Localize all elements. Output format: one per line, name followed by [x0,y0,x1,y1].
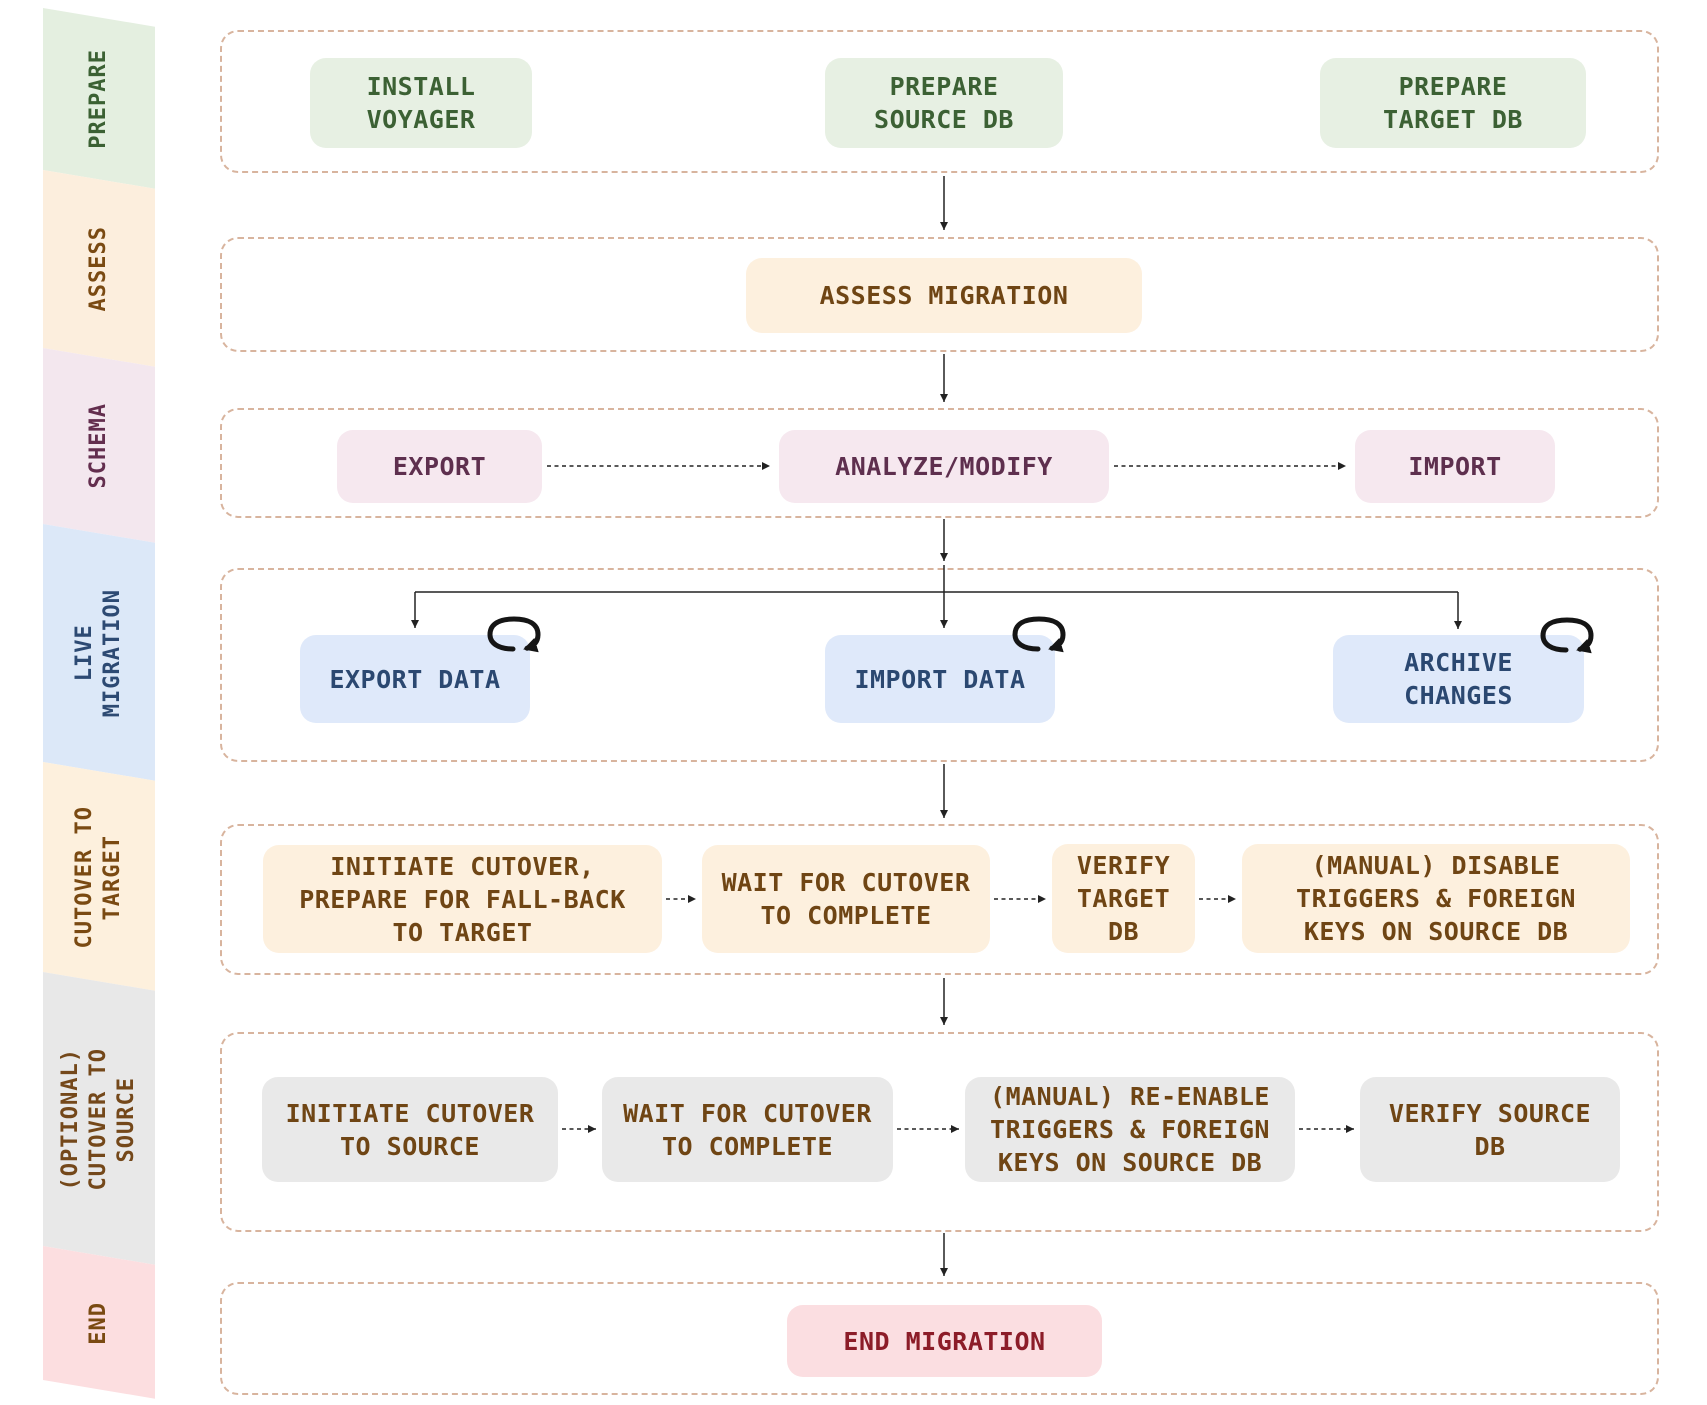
step-import-data: IMPORT DATA [825,635,1055,723]
step-verify-source-db: VERIFY SOURCE DB [1360,1077,1620,1182]
step-prepare-target-db: PREPARE TARGET DB [1320,58,1586,148]
sidebar-label-assess: ASSESS [86,226,111,312]
stage-container-schema [220,408,1659,518]
step-wait-cutover-source: WAIT FOR CUTOVER TO COMPLETE [602,1077,893,1182]
step-initiate-cutover-to-target: INITIATE CUTOVER, PREPARE FOR FALL-BACK … [263,845,662,953]
sidebar-label-schema: SCHEMA [86,403,111,489]
step-reenable-triggers-source-db: (MANUAL) RE-ENABLE TRIGGERS & FOREIGN KE… [965,1077,1295,1182]
stage-container-assess [220,237,1659,352]
step-export-schema: EXPORT [337,430,542,503]
sidebar-label-cutover-to-target: CUTOVER TO TARGET [72,805,125,949]
step-initiate-cutover-to-source: INITIATE CUTOVER TO SOURCE [262,1077,558,1182]
stage-container-optional-cutover [220,1032,1659,1232]
step-export-data: EXPORT DATA [300,635,530,723]
step-end-migration: END MIGRATION [787,1305,1102,1377]
stage-container-end [220,1282,1659,1395]
step-analyze-modify-schema: ANALYZE/MODIFY [779,430,1109,503]
step-import-schema: IMPORT [1355,430,1555,503]
sidebar-label-optional-cutover: (OPTIONAL) CUTOVER TO SOURCE [58,1047,139,1191]
step-verify-target-db: VERIFY TARGET DB [1052,844,1195,953]
step-assess-migration: ASSESS MIGRATION [746,258,1142,333]
stage-container-cutover-to-target [220,824,1659,975]
stage-container-live-migration [220,568,1659,762]
sidebar-label-prepare: PREPARE [86,49,111,149]
step-archive-changes: ARCHIVE CHANGES [1333,635,1584,723]
step-prepare-source-db: PREPARE SOURCE DB [825,58,1063,148]
step-install-voyager: INSTALL VOYAGER [310,58,532,148]
sidebar-label-end: END [86,1301,111,1345]
stage-sidebar: PREPARE ASSESS SCHEMA LIVE MIGRATION CUT… [43,0,155,1405]
step-wait-cutover-target: WAIT FOR CUTOVER TO COMPLETE [702,845,990,953]
step-disable-triggers-source-db: (MANUAL) DISABLE TRIGGERS & FOREIGN KEYS… [1242,844,1630,953]
stage-container-prepare [220,30,1659,173]
sidebar-label-live-migration: LIVE MIGRATION [72,588,125,718]
